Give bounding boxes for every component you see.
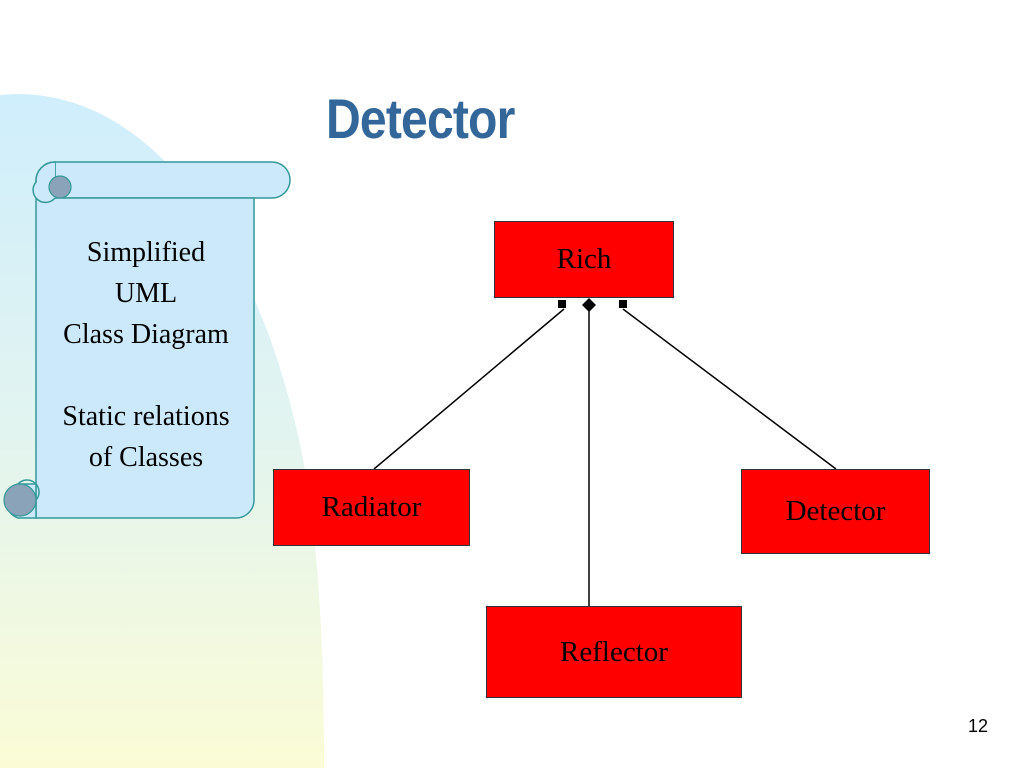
note-line: UML	[114, 278, 178, 309]
page-number: 12	[967, 716, 988, 736]
link-detector	[622, 308, 837, 470]
link-radiator	[373, 308, 565, 470]
class-detector: Detector	[741, 469, 930, 554]
note-line: Static relations	[62, 401, 230, 432]
aggregation-diamond	[582, 298, 596, 312]
class-rich: Rich	[494, 221, 674, 298]
note-line: Class Diagram	[63, 319, 229, 350]
class-radiator: Radiator	[273, 469, 470, 546]
note-line: of Classes	[88, 442, 204, 473]
aggregation-marker	[619, 300, 627, 308]
aggregation-marker	[558, 300, 566, 308]
note-line: Simplified	[86, 237, 206, 268]
slide-title: Detector	[326, 87, 515, 150]
scroll-banner	[3, 161, 291, 519]
class-reflector: Reflector	[486, 606, 742, 698]
scroll-note: Simplified UML Class Diagram Static rela…	[36, 232, 256, 478]
